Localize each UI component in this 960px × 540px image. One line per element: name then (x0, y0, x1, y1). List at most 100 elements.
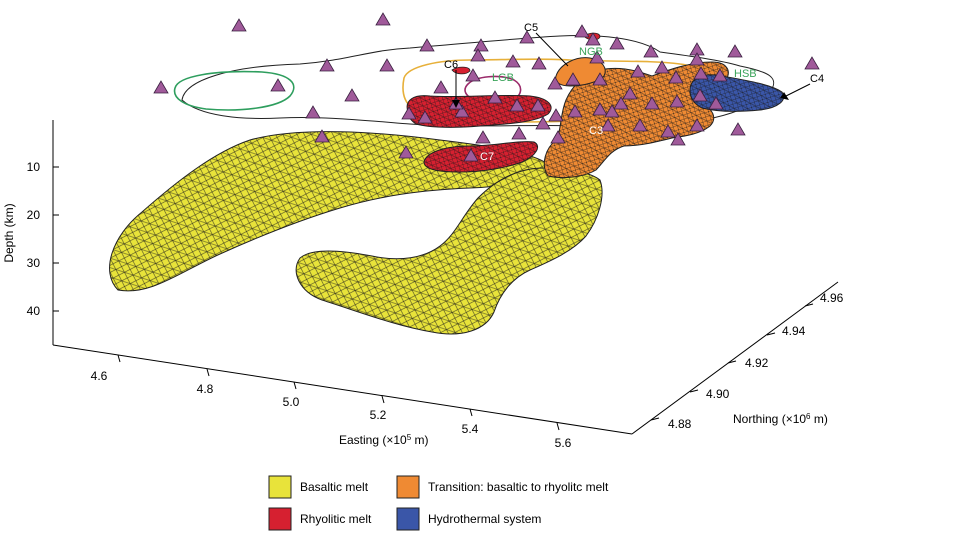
station-triangle-icon (660, 124, 676, 138)
station-triangle-icon (305, 105, 321, 119)
station-triangle-icon (804, 56, 820, 70)
zone-labels: C5 C6 C4 C3 C7 NGB LGB HSB (444, 22, 824, 163)
northing-tick-label: 4.90 (706, 387, 730, 401)
depth-tick-label: 20 (27, 208, 41, 222)
station-triangle-icon (511, 126, 527, 140)
transition-melt-body-c5 (555, 57, 606, 87)
legend-label-transition: Transition: basaltic to rhyolitc melt (428, 480, 609, 494)
label-c6: C6 (444, 59, 458, 71)
station-triangle-icon (604, 104, 620, 118)
station-triangle-icon (505, 54, 521, 68)
easting-tick-label: 4.8 (197, 382, 214, 396)
station-triangle-icon (670, 132, 686, 146)
legend-item-basaltic: Basaltic melt (268, 475, 369, 499)
station-triangle-icon (417, 110, 433, 124)
station-triangle-icon (630, 64, 646, 78)
station-triangle-icon (585, 32, 601, 46)
depth-axis-title: Depth (km) (2, 203, 16, 262)
station-triangle-icon (613, 96, 629, 110)
c6-arrowhead (452, 100, 460, 108)
station-triangle-icon (454, 104, 470, 118)
station-triangle-icon (398, 145, 414, 159)
easting-axis-title: Easting (×105 m) (339, 433, 429, 448)
station-triangle-icon (231, 18, 247, 32)
station-triangle-icon (609, 36, 625, 50)
hydrothermal-system-bodies (689, 74, 785, 112)
seismic-stations (153, 12, 820, 162)
easting-axis-line (52, 344, 633, 435)
station-triangle-icon (509, 98, 525, 112)
easting-tick-label: 4.6 (91, 369, 108, 383)
depth-ticks: 10 20 30 40 Depth (km) (2, 160, 59, 318)
station-triangle-icon (487, 90, 503, 104)
station-triangle-icon (643, 44, 659, 58)
c4-arrowhead (780, 92, 789, 100)
northing-ticks: 4.88 4.90 4.92 4.94 4.96 Northing (×106 … (650, 291, 844, 431)
easting-tick-label: 5.2 (370, 408, 387, 422)
station-triangle-icon (632, 118, 648, 132)
station-triangle-icon (475, 130, 491, 144)
station-triangle-icon (693, 66, 709, 80)
hydrothermal-body-c4-mesh (690, 74, 784, 112)
caldera-outline (181, 35, 775, 128)
station-triangle-icon (589, 50, 605, 64)
depth-tick-label: 10 (27, 160, 41, 174)
station-triangle-icon (270, 78, 286, 92)
label-c7: C7 (480, 151, 494, 163)
rhyolitic-melt-body-c7-mesh (424, 141, 538, 172)
legend-item-transition: Transition: basaltic to rhyolitc melt (396, 475, 609, 499)
station-triangle-icon (419, 38, 435, 52)
depth-tick-label: 40 (27, 304, 41, 318)
station-triangle-icon (727, 44, 743, 58)
station-triangle-icon (567, 104, 583, 118)
station-triangle-icon (622, 86, 638, 100)
station-triangle-icon (153, 80, 169, 94)
northing-tick-label: 4.88 (668, 417, 692, 431)
northing-tick-label: 4.94 (782, 324, 806, 338)
station-triangle-icon (465, 68, 481, 82)
legend-label-hydrothermal: Hydrothermal system (428, 512, 541, 526)
station-triangle-icon (379, 58, 395, 72)
northing-axis-line (631, 281, 839, 435)
easting-tick-label: 5.4 (462, 422, 479, 436)
station-triangle-icon (644, 96, 660, 110)
station-triangle-icon (730, 122, 746, 136)
legend-item-rhyolitic: Rhyolitic melt (268, 507, 372, 531)
c4-leader-line (785, 83, 811, 97)
label-c5: C5 (524, 22, 538, 34)
station-triangle-icon (548, 108, 564, 122)
station-triangle-icon (592, 72, 608, 86)
station-triangle-icon (470, 48, 486, 62)
easting-tick-label: 5.0 (283, 395, 300, 409)
station-triangle-icon (314, 129, 330, 143)
station-triangle-icon (319, 58, 335, 72)
legend-swatch-rhyolitic (268, 507, 292, 531)
easting-ticks: 4.6 4.8 5.0 5.2 5.4 5.6 Easting (×105 m) (91, 354, 572, 450)
station-triangle-icon (574, 24, 590, 38)
basaltic-melt-body-south-mesh (296, 168, 603, 334)
legend-item-hydrothermal: Hydrothermal system (396, 507, 541, 531)
label-c4: C4 (810, 73, 824, 85)
depth-tick-label: 30 (27, 256, 41, 270)
easting-tick-label: 5.6 (555, 436, 572, 450)
northing-tick-label: 4.92 (745, 356, 769, 370)
station-triangle-icon (689, 118, 705, 132)
legend-swatch-hydrothermal (396, 507, 420, 531)
legend-label-rhyolitic: Rhyolitic melt (300, 512, 372, 526)
basaltic-melt-body-west-mesh (109, 131, 549, 291)
station-triangle-icon (712, 68, 728, 82)
label-lgb: LGB (492, 72, 514, 84)
station-triangle-icon (668, 70, 684, 84)
station-triangle-icon (375, 12, 391, 26)
station-triangle-icon (600, 118, 616, 132)
station-triangle-icon (433, 80, 449, 94)
label-c3: C3 (589, 125, 603, 137)
station-triangle-icon (401, 106, 417, 120)
legend-label-basaltic: Basaltic melt (300, 480, 369, 494)
c5-leader-line (535, 32, 569, 67)
station-triangle-icon (654, 60, 670, 74)
station-triangle-icon (669, 94, 685, 108)
station-triangle-icon (592, 102, 608, 116)
station-triangle-icon (519, 30, 535, 44)
station-triangle-icon (344, 88, 360, 102)
